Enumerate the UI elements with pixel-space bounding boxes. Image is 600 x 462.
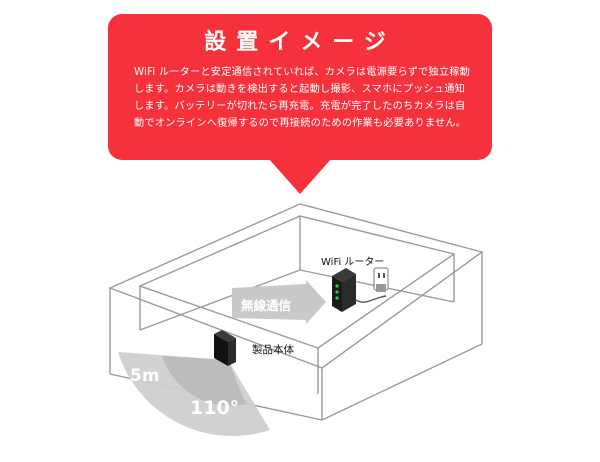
wireless-label: 無線通信 <box>241 298 292 313</box>
camera-label: 製品本体 <box>252 344 294 356</box>
router-label: WiFi ルーター <box>321 257 385 268</box>
range-angle: 110° <box>190 397 240 419</box>
range-distance: 5m <box>130 366 160 386</box>
banner-description: WiFi ルーターと安定通信されていれば、カメラは電源要らずで独立稼動します。カ… <box>134 67 470 129</box>
power-outlet-icon <box>373 267 389 292</box>
camera-icon <box>214 330 236 366</box>
camera-range-wedge <box>118 352 270 437</box>
wifi-router-icon <box>332 268 387 312</box>
wireless-signal-icon <box>232 280 326 324</box>
info-banner: 設置イメージ WiFi ルーターと安定通信されていれば、カメラは電源要らずで独立… <box>108 14 492 160</box>
banner-pointer <box>268 158 332 194</box>
banner-title: 設置イメージ <box>204 30 396 55</box>
